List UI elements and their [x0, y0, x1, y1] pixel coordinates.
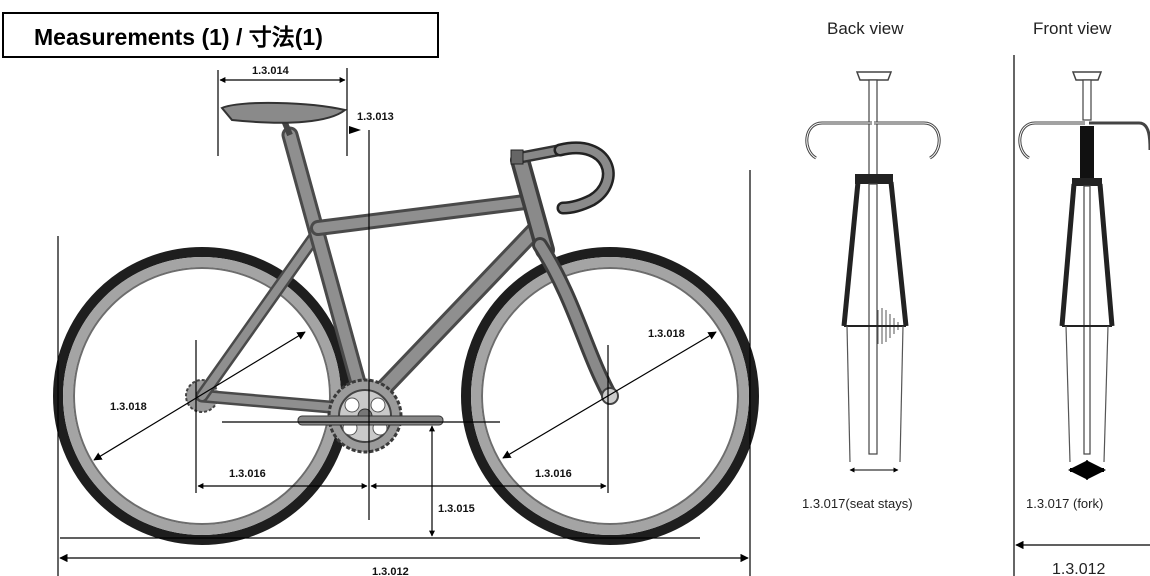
- chainring: [297, 378, 444, 454]
- side-view-dimensions: [57, 68, 751, 576]
- handlebar: [510, 141, 615, 215]
- label-saddle-offset: 1.3.013: [357, 111, 394, 123]
- label-wheel-diameter-front: 1.3.018: [648, 328, 685, 340]
- label-axle-to-bb-rear: 1.3.016: [229, 468, 266, 480]
- label-axle-to-bb-front: 1.3.016: [535, 468, 572, 480]
- back-view-caption: 1.3.017(seat stays): [802, 496, 913, 511]
- back-view-title: Back view: [827, 19, 904, 38]
- saddle: [220, 101, 348, 137]
- front-wheel: [461, 247, 759, 545]
- front-view-caption: 1.3.017 (fork): [1026, 496, 1103, 511]
- back-view-drawing: [805, 71, 941, 473]
- front-view-title: Front view: [1033, 19, 1112, 38]
- page-title: Measurements (1) / 寸法(1): [2, 12, 439, 58]
- front-hub: [601, 387, 619, 405]
- label-wheel-diameter-rear: 1.3.018: [110, 401, 147, 413]
- label-saddle-length: 1.3.014: [252, 65, 290, 77]
- front-view-drawing: [1013, 55, 1150, 576]
- label-bb-height: 1.3.015: [438, 503, 475, 515]
- front-view-bottom-label: 1.3.012: [1052, 561, 1105, 576]
- bicycle-side-view: [53, 101, 759, 545]
- label-overall-length: 1.3.012: [372, 566, 409, 576]
- frame: [195, 126, 618, 417]
